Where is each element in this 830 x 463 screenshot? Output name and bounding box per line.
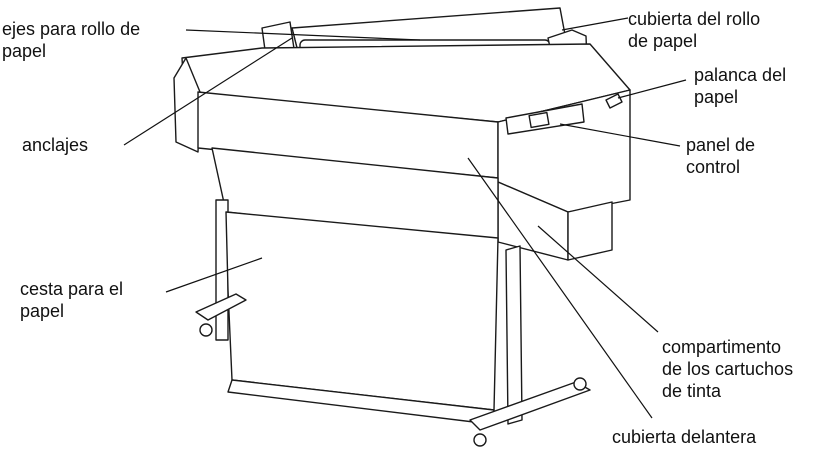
leader-panel <box>559 123 681 147</box>
leader-anclajes <box>123 37 293 146</box>
leader-palanca <box>617 79 687 99</box>
leader-ejes <box>185 29 421 41</box>
label-cubierta-rollo: cubierta del rollo de papel <box>628 9 761 51</box>
paper-basket <box>225 211 499 411</box>
label-cubierta-delantera: cubierta delantera <box>612 427 757 447</box>
label-palanca: palanca del papel <box>694 65 787 107</box>
label-anclajes: anclajes <box>22 135 89 155</box>
leader-cubierta-delantera <box>467 157 653 419</box>
label-cesta: cesta para el papel <box>20 279 124 321</box>
leader-compartimento <box>537 225 659 333</box>
stand-leg-right <box>505 245 523 425</box>
label-ejes: ejes para rollo de papel <box>2 19 141 61</box>
label-compartimento: compartimento de los cartuchos de tinta <box>662 337 794 401</box>
leader-cubierta-rollo <box>561 17 629 31</box>
leader-cesta <box>165 257 263 293</box>
label-panel: panel de control <box>686 135 756 177</box>
